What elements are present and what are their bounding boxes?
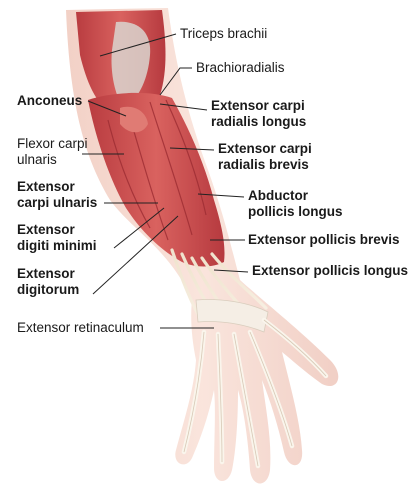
label-extensor-carpi-radialis-longus: Extensor carpiradialis longus [211,98,306,130]
label-extensor-pollicis-longus: Extensor pollicis longus [252,263,408,279]
label-extensor-pollicis-brevis: Extensor pollicis brevis [248,232,400,248]
label-extensor-carpi-radialis-brevis: Extensor carpiradialis brevis [218,141,312,173]
label-extensor-retinaculum: Extensor retinaculum [17,320,144,336]
label-extensor-digitorum: Extensordigitorum [17,266,79,298]
label-extensor-digiti-minimi: Extensordigiti minimi [17,222,97,254]
label-flexor-carpi-ulnaris: Flexor carpiulnaris [17,136,88,168]
label-triceps-brachii: Triceps brachii [180,26,267,42]
label-anconeus: Anconeus [17,93,82,109]
label-abductor-pollicis-longus: Abductorpollicis longus [248,188,343,220]
label-brachioradialis: Brachioradialis [196,60,285,76]
label-extensor-carpi-ulnaris: Extensorcarpi ulnaris [17,179,97,211]
